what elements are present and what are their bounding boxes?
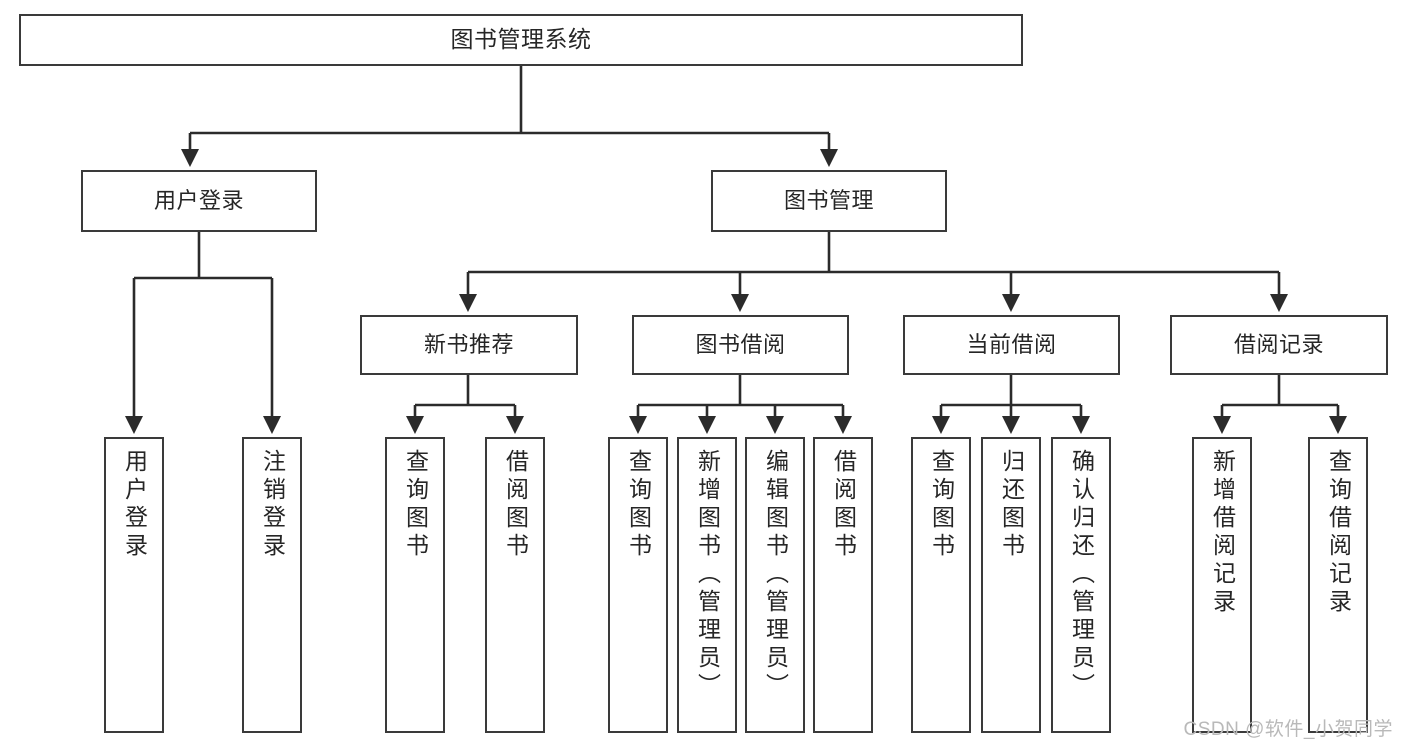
node-borrow-record-label: 借阅记录 bbox=[1233, 332, 1324, 358]
node-leaf-query-book-1-label: 查询图书 bbox=[402, 449, 429, 561]
node-new-book-recommend[interactable]: 新书推荐 bbox=[360, 315, 578, 375]
node-root-label: 图书管理系统 bbox=[450, 26, 592, 53]
node-leaf-query-book-3[interactable]: 查询图书 bbox=[911, 437, 971, 733]
node-leaf-query-borrow-record[interactable]: 查询借阅记录 bbox=[1308, 437, 1368, 733]
node-leaf-add-book-admin[interactable]: 新增图书（管理员） bbox=[677, 437, 737, 733]
node-book-borrow[interactable]: 图书借阅 bbox=[632, 315, 849, 375]
node-new-book-recommend-label: 新书推荐 bbox=[423, 332, 514, 358]
node-leaf-logout-login[interactable]: 注销登录 bbox=[242, 437, 302, 733]
node-leaf-logout-login-label: 注销登录 bbox=[259, 449, 286, 561]
node-leaf-return-book-label: 归还图书 bbox=[998, 449, 1025, 561]
node-leaf-add-borrow-record[interactable]: 新增借阅记录 bbox=[1192, 437, 1252, 733]
node-leaf-query-borrow-record-label: 查询借阅记录 bbox=[1325, 449, 1352, 617]
node-leaf-query-book-2-label: 查询图书 bbox=[625, 449, 652, 561]
node-book-management-label: 图书管理 bbox=[783, 188, 874, 214]
node-leaf-confirm-return-admin[interactable]: 确认归还（管理员） bbox=[1051, 437, 1111, 733]
node-leaf-return-book[interactable]: 归还图书 bbox=[981, 437, 1041, 733]
node-leaf-query-book-1[interactable]: 查询图书 bbox=[385, 437, 445, 733]
node-leaf-edit-book-admin[interactable]: 编辑图书（管理员） bbox=[745, 437, 805, 733]
watermark: CSDN @软件_小贺同学 bbox=[1183, 719, 1393, 740]
node-book-borrow-label: 图书借阅 bbox=[695, 332, 786, 358]
node-leaf-borrow-book-2-label: 借阅图书 bbox=[830, 449, 857, 561]
node-leaf-user-login[interactable]: 用户登录 bbox=[104, 437, 164, 733]
node-leaf-borrow-book-1[interactable]: 借阅图书 bbox=[485, 437, 545, 733]
node-root[interactable]: 图书管理系统 bbox=[19, 14, 1023, 66]
node-book-management[interactable]: 图书管理 bbox=[711, 170, 947, 232]
node-current-borrow-label: 当前借阅 bbox=[966, 332, 1057, 358]
node-leaf-confirm-return-admin-label: 确认归还（管理员） bbox=[1068, 449, 1095, 701]
node-leaf-add-borrow-record-label: 新增借阅记录 bbox=[1209, 449, 1236, 617]
node-leaf-query-book-2[interactable]: 查询图书 bbox=[608, 437, 668, 733]
node-borrow-record[interactable]: 借阅记录 bbox=[1170, 315, 1388, 375]
node-user-login[interactable]: 用户登录 bbox=[81, 170, 317, 232]
node-leaf-borrow-book-1-label: 借阅图书 bbox=[502, 449, 529, 561]
node-leaf-borrow-book-2[interactable]: 借阅图书 bbox=[813, 437, 873, 733]
node-leaf-query-book-3-label: 查询图书 bbox=[928, 449, 955, 561]
node-leaf-add-book-admin-label: 新增图书（管理员） bbox=[694, 449, 721, 701]
node-leaf-user-login-label: 用户登录 bbox=[121, 449, 148, 561]
node-current-borrow[interactable]: 当前借阅 bbox=[903, 315, 1120, 375]
node-user-login-label: 用户登录 bbox=[153, 188, 244, 214]
node-leaf-edit-book-admin-label: 编辑图书（管理员） bbox=[762, 449, 789, 701]
